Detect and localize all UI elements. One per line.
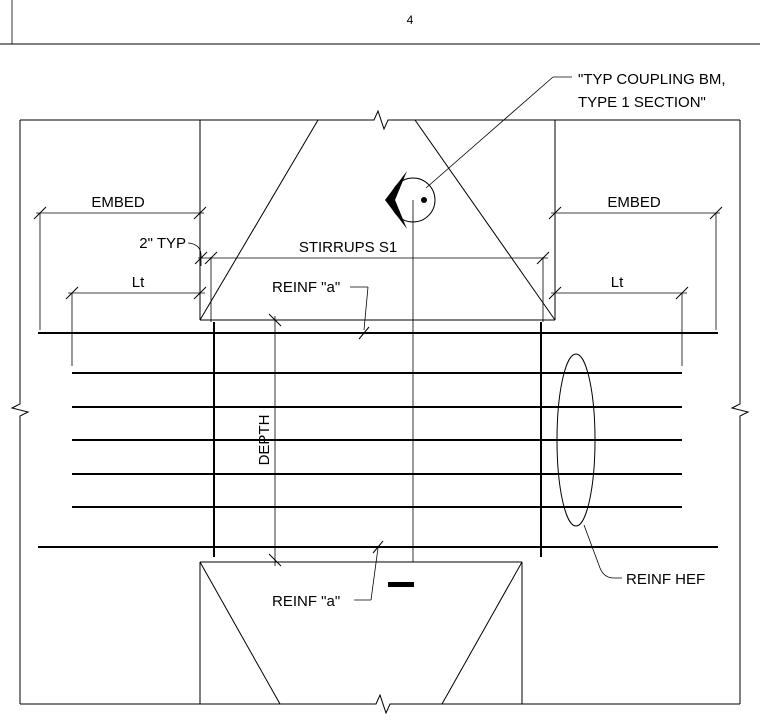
reinf-hef-ellipse [556, 353, 596, 527]
lt-left-tick-start [65, 286, 79, 300]
upper-opening [199, 119, 556, 321]
embed-left-dimension: EMBED [33, 194, 207, 220]
wall-outline [10, 109, 750, 715]
lt-right-label: Lt [611, 274, 624, 291]
lt-right-tick-start [548, 286, 562, 300]
embed-right-tick-start [548, 206, 562, 220]
reinf-a-top-leader-v [363, 286, 369, 331]
embed-left-label: EMBED [91, 194, 145, 211]
depth-tick-top [268, 313, 282, 327]
reinf-hef-leader [583, 524, 622, 579]
embed-right-tick-end [709, 206, 723, 220]
reinf-a-bottom-leader-v [370, 547, 379, 601]
lt-left-tick-end [193, 286, 207, 300]
stirrups-label: STIRRUPS S1 [299, 239, 397, 256]
lower-hatch-left [199, 561, 281, 705]
depth-tick-bottom [268, 553, 282, 567]
section-callout-leader [425, 76, 554, 189]
upper-hatch-left [199, 119, 319, 321]
section-callout-dot [421, 197, 427, 203]
reinf-a-bottom-label: REINF "a" [272, 593, 340, 610]
section-cut-end-mark [388, 582, 414, 587]
page-header: 4 [0, 0, 760, 45]
lt-right-tick-end [675, 286, 689, 300]
reinf-a-bottom-tick [372, 540, 384, 554]
wall-bottom-edge [20, 693, 740, 715]
wall-right-edge [730, 120, 750, 704]
upper-hatch-right [414, 119, 556, 321]
section-cut-arrow-icon [385, 171, 407, 229]
reinf-hef-label: REINF HEF [626, 571, 705, 588]
depth-dimension: DEPTH [256, 313, 282, 567]
reinf-a-bottom-note: REINF "a" [272, 540, 384, 610]
reinf-a-top-label: REINF "a" [272, 279, 340, 296]
wall-top-edge [20, 109, 740, 131]
stirrups-tick-left [204, 251, 218, 265]
reinf-a-top-tick [358, 326, 370, 340]
wall-left-edge [10, 120, 30, 704]
reinf-a-top-note: REINF "a" [272, 279, 370, 340]
stirrups-tick-right [536, 251, 550, 265]
section-callout-line2: TYPE 1 SECTION" [578, 94, 706, 111]
embed-right-dimension: EMBED [548, 194, 723, 220]
lt-right-dimension: Lt [548, 274, 689, 300]
embed-left-tick-start [33, 206, 47, 220]
embed-left-tick-end [193, 206, 207, 220]
reinforcement-bars [38, 322, 718, 557]
section-cut-symbol: "TYP COUPLING BM, TYPE 1 SECTION" [385, 71, 726, 587]
lt-left-dimension: Lt [65, 274, 207, 300]
page-number: 4 [407, 13, 414, 27]
extension-lines [39, 213, 717, 366]
typ-2in-note: 2" TYP [139, 235, 208, 266]
typ-2in-leader [187, 242, 202, 266]
section-callout-line1: "TYP COUPLING BM, [578, 71, 726, 88]
reinf-hef-note: REINF HEF [556, 353, 705, 588]
lower-opening [199, 561, 523, 705]
typ-2in-label: 2" TYP [139, 235, 186, 252]
embed-right-label: EMBED [607, 194, 661, 211]
depth-label: DEPTH [256, 415, 273, 466]
stirrups-dimension: STIRRUPS S1 [198, 239, 550, 265]
lower-hatch-right [441, 561, 523, 705]
lt-left-label: Lt [132, 274, 145, 291]
